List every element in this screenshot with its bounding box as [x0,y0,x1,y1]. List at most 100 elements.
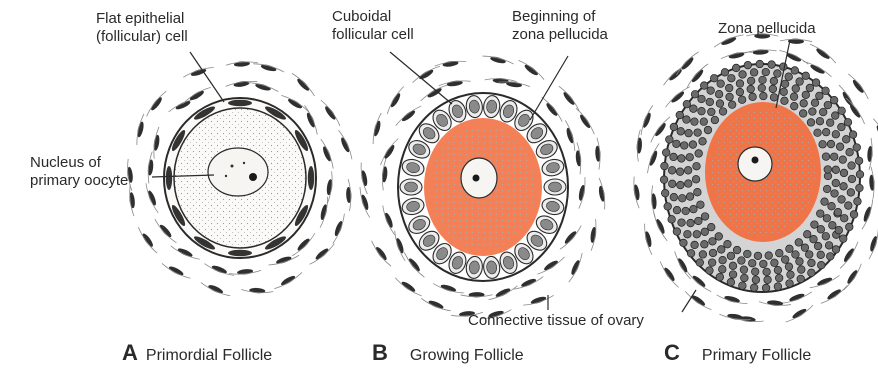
granulosa-cell [668,216,676,224]
granulosa-cell [739,282,747,290]
granulosa-cell [715,90,723,98]
stroma-cell [791,307,807,320]
granulosa-cell [838,107,846,115]
granulosa-cell [814,129,822,137]
granulosa-cell [856,171,864,179]
granulosa-cell [668,180,676,188]
granulosa-cell [709,249,717,257]
cuboidal-cell-nucleus [549,182,562,192]
granulosa-cell [686,153,694,161]
granulosa-cell [740,266,748,274]
granulosa-cell [696,259,704,267]
granulosa-cell [844,202,852,210]
granulosa-cell [824,101,832,109]
granulosa-cell [661,162,669,170]
granulosa-cell [739,71,747,79]
label-flat-line1: Flat epithelial [96,10,188,28]
granulosa-cell [727,252,735,260]
granulosa-cell [678,155,686,163]
label-beginning-zona: Beginning of zona pellucida [512,8,608,44]
granulosa-cell [736,80,744,88]
granulosa-cell [692,175,700,183]
granulosa-cell [814,242,822,250]
granulosa-cell [749,93,757,101]
granulosa-cell [816,117,824,125]
granulosa-cell [840,182,848,190]
granulosa-cell [687,219,695,227]
granulosa-cell [719,256,727,264]
caption-a-letter: A [122,340,138,365]
granulosa-cell [787,271,795,279]
granulosa-cell [822,128,830,136]
granulosa-cell [810,235,818,243]
granulosa-cell [683,116,691,124]
granulosa-cell [747,85,755,93]
granulosa-cell [697,201,705,209]
granulosa-cell [690,205,698,213]
granulosa-cell [822,87,830,95]
flat-follicular-cell [308,166,314,190]
granulosa-cell [781,97,789,105]
label-connective-text: Connective tissue of ovary [468,312,644,329]
stroma-cell [158,223,173,238]
label-zona-pellucida: Zona pellucida [718,20,816,38]
granulosa-cell [853,144,861,152]
granulosa-cell [684,180,692,188]
stroma-cell [691,274,707,288]
granulosa-cell [824,166,832,174]
granulosa-cell [758,84,766,92]
flat-follicular-cell [228,100,252,106]
granulosa-cell [774,70,782,78]
granulosa-cell [744,61,752,69]
granulosa-cell [662,149,670,157]
granulosa-cell [683,100,691,108]
granulosa-cell [695,217,703,225]
granulosa-cell [756,60,764,68]
granulosa-cell [850,211,858,219]
granulosa-cell [790,102,798,110]
granulosa-cell [829,222,837,230]
granulosa-cell [764,276,772,284]
granulosa-cell [747,77,755,85]
stroma-cell [389,92,402,108]
granulosa-cell [775,274,783,282]
granulosa-cell [744,250,752,258]
stroma-cell [189,89,205,102]
granulosa-cell [684,230,692,238]
stroma-cell [177,247,194,258]
label-flat-line2: (follicular) cell [96,28,188,46]
granulosa-cell [750,69,758,77]
granulosa-cell [817,261,825,269]
granulosa-cell [819,108,827,116]
stroma-cell [374,246,388,262]
granulosa-cell [699,137,707,145]
granulosa-cell [796,258,804,266]
granulosa-cell [693,230,701,238]
stroma-cell [563,230,578,245]
granulosa-cell [707,223,715,231]
granulosa-cell [698,107,706,115]
granulosa-cell [691,90,699,98]
caption-a-name: Primordial Follicle [146,347,272,364]
granulosa-cell [786,280,794,288]
granulosa-cell [774,266,782,274]
granulosa-cell [785,263,793,271]
granulosa-cell [706,267,714,275]
granulosa-cell [736,88,744,96]
granulosa-cell [801,244,809,252]
granulosa-cell [695,150,703,158]
granulosa-cell [677,181,685,189]
stroma-cell [400,280,416,293]
granulosa-cell [844,118,852,126]
granulosa-cell [716,273,724,281]
stroma-cell [562,91,576,107]
granulosa-cell [775,249,783,257]
granulosa-cell [678,219,686,227]
stroma-cell [785,52,802,64]
cuboidal-cell-nucleus [405,182,418,192]
nucleolus-b [473,175,480,182]
granulosa-cell [670,153,678,161]
stroma-cell [523,63,539,77]
caption-c-name: Primary Follicle [702,347,811,364]
